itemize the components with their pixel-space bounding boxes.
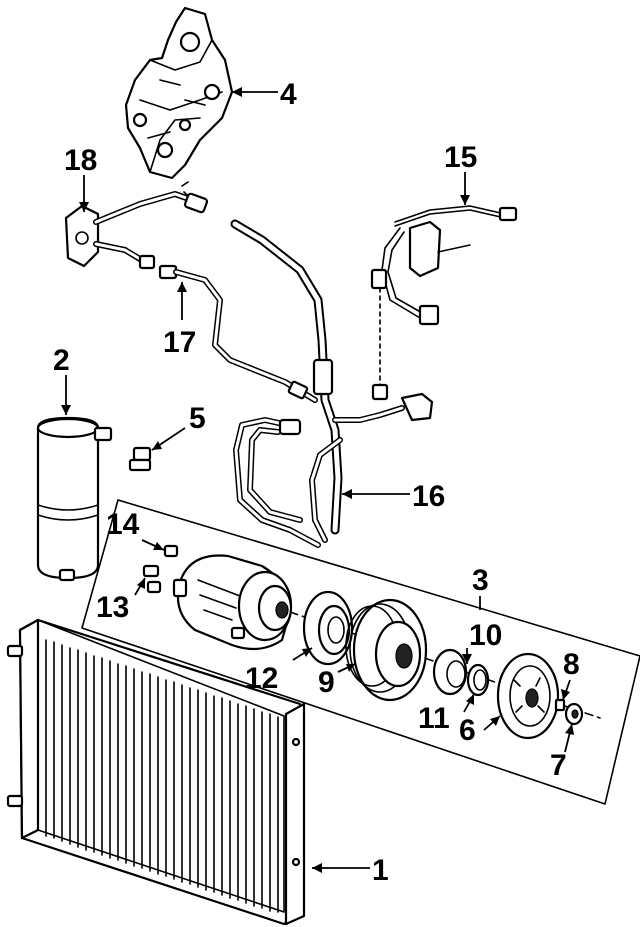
compressor-body [172,554,293,651]
callout-4: 4 [280,78,297,111]
leader-lines [61,87,574,873]
nut-7 [564,702,584,726]
callout-1: 1 [372,854,389,887]
callout-5: 5 [189,402,206,435]
callout-3: 3 [472,564,489,597]
callout-7: 7 [550,749,567,782]
shim-8 [554,698,566,712]
snap-ring [466,663,490,697]
liquid-line [158,264,318,403]
fitting-13 [142,564,162,594]
hose-assembly [230,219,434,548]
callout-9: 9 [318,666,335,699]
wiring-harness [370,205,518,401]
callout-2: 2 [53,344,70,377]
callout-14: 14 [106,508,140,541]
mounting-bracket [124,6,234,180]
callout-11: 11 [418,702,450,735]
callout-6: 6 [459,714,476,747]
callout-12: 12 [245,662,278,695]
callout-18: 18 [64,144,97,177]
callout-15: 15 [444,141,477,174]
pressure-switch [128,446,152,472]
clutch-plate [496,652,560,740]
callout-13: 13 [96,591,129,624]
bearing [432,648,468,696]
callout-17: 17 [163,326,196,359]
callout-10: 10 [469,619,502,652]
callout-16: 16 [412,480,445,513]
accumulator [36,416,113,582]
pulley [345,598,428,702]
field-coil [302,590,354,666]
fitting-14 [163,544,179,558]
condenser [6,618,306,926]
manifold-line [64,181,209,270]
callout-labels: 1 2 3 4 5 6 7 8 9 10 11 12 13 14 15 16 1… [53,78,580,887]
condenser-fins [45,639,279,913]
callout-8: 8 [563,648,580,681]
